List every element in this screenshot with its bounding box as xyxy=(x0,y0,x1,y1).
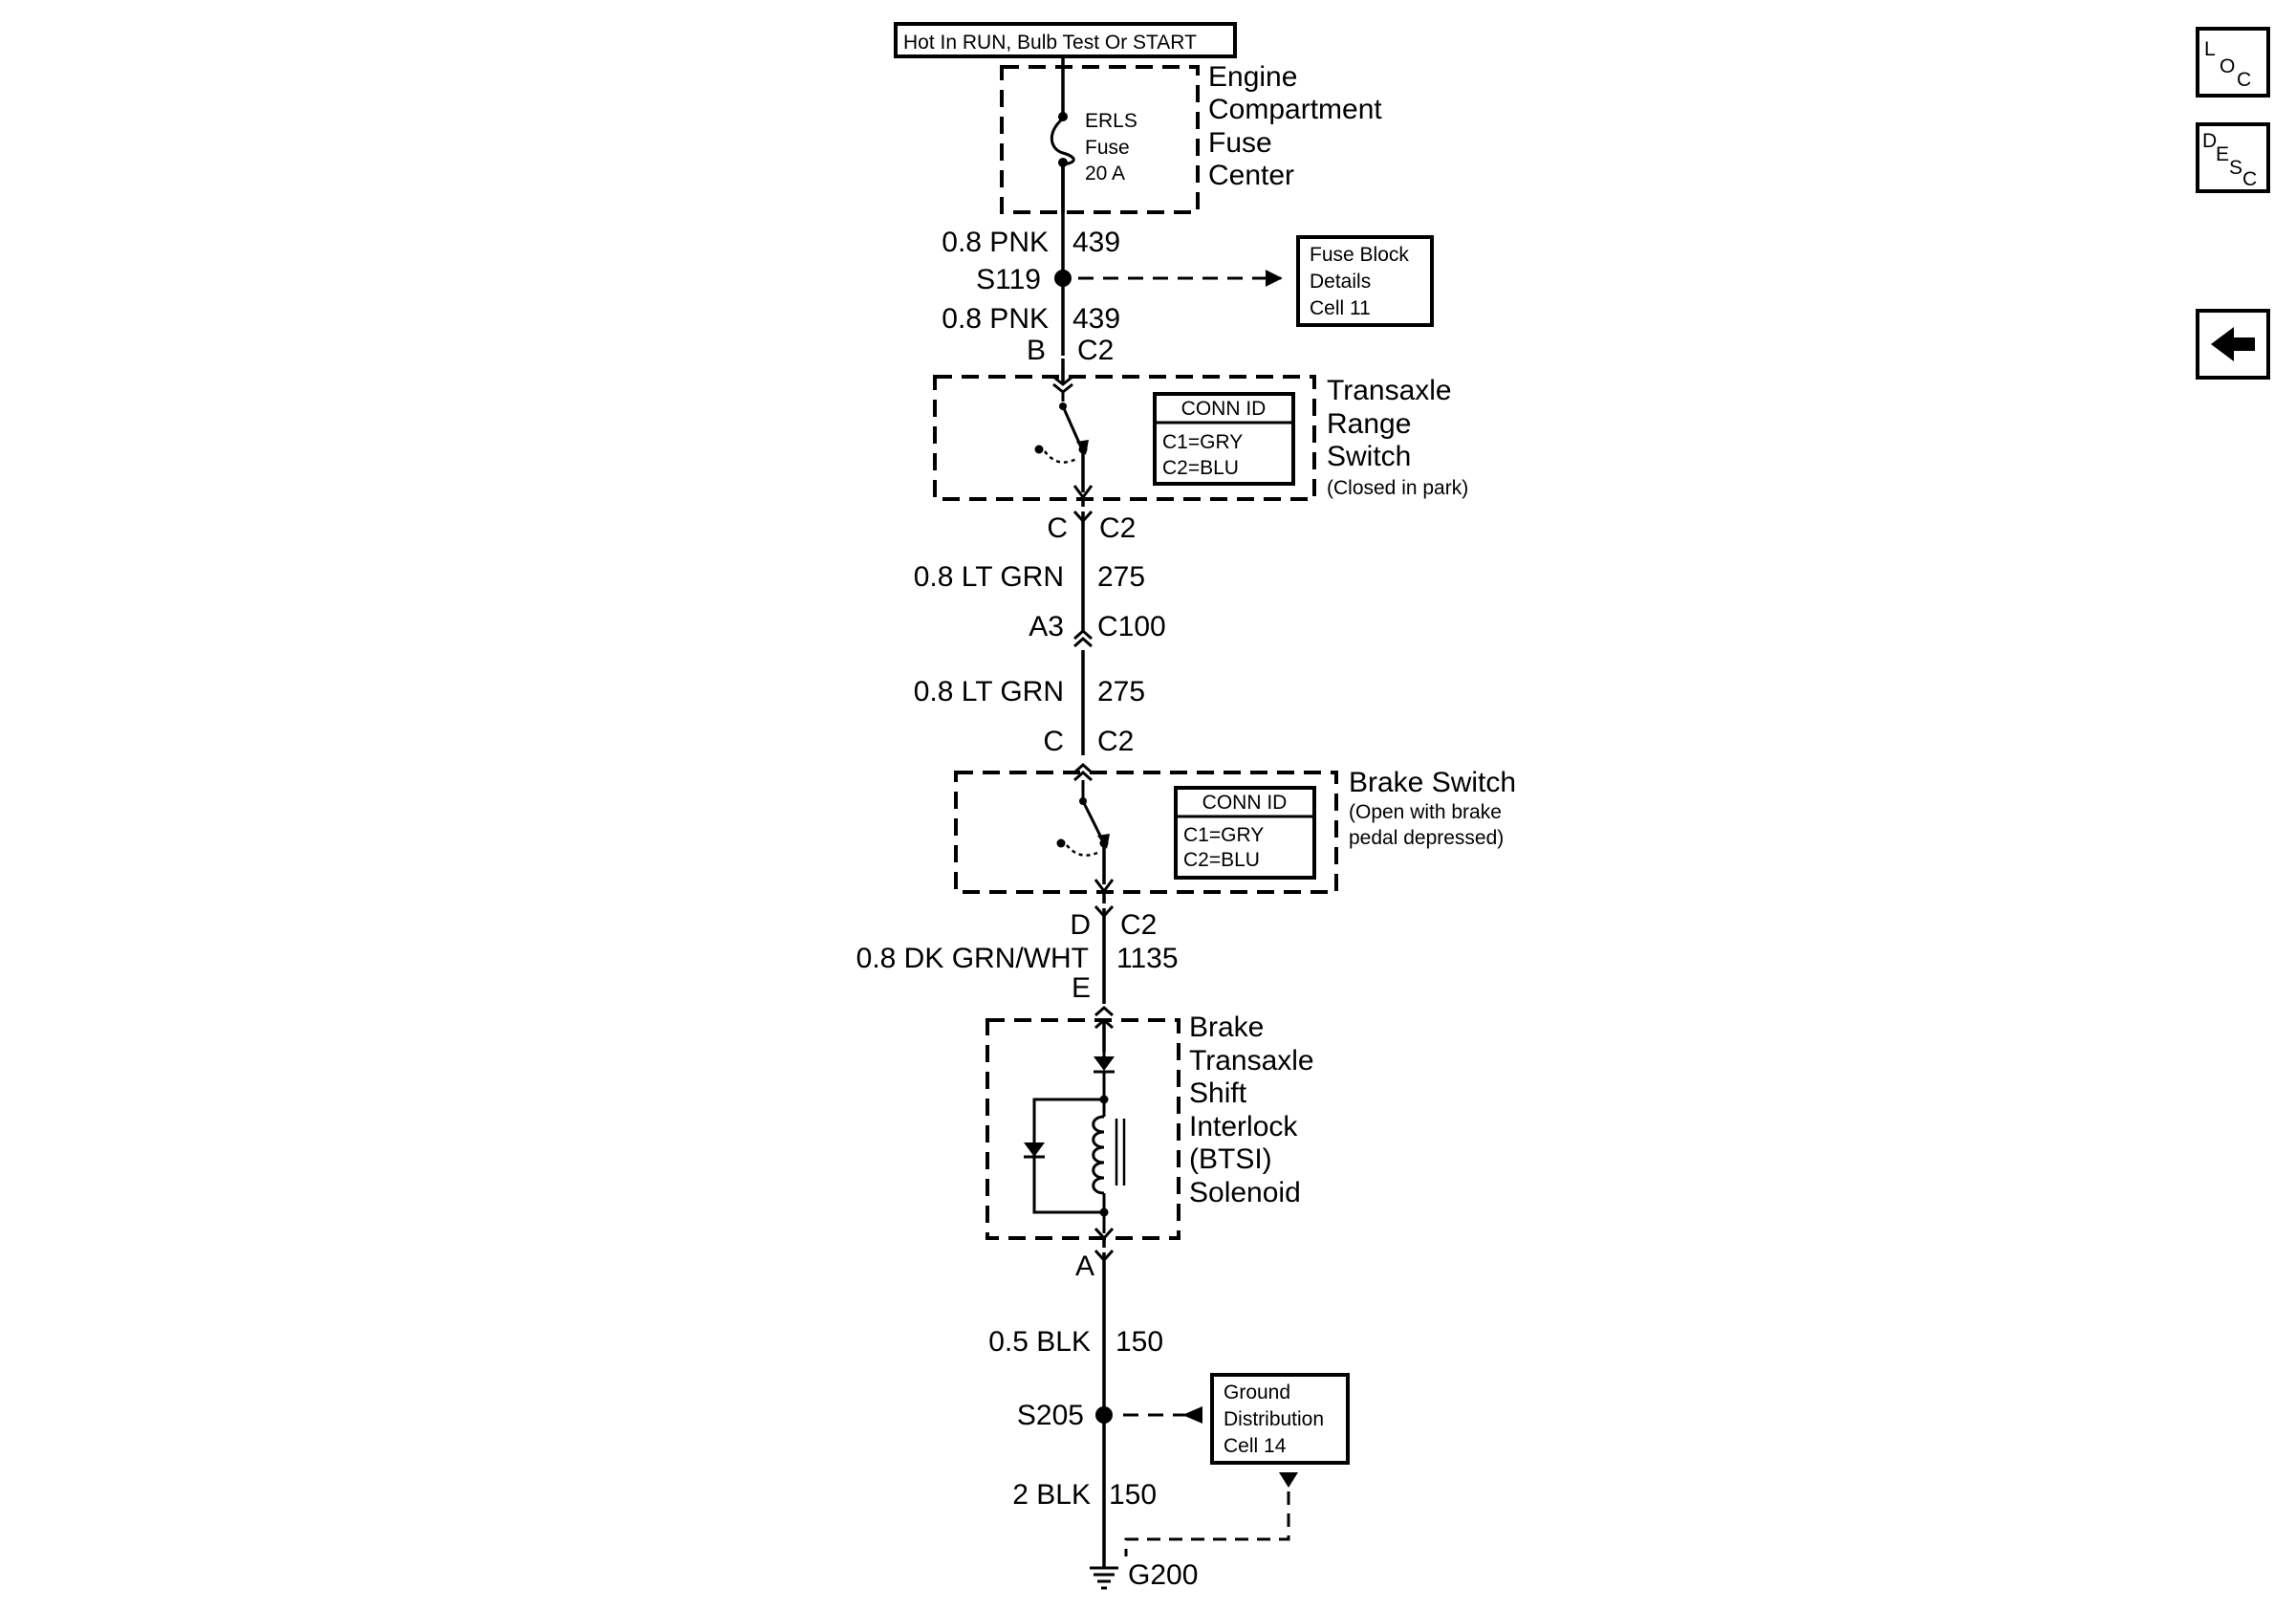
loc-l: L xyxy=(2204,38,2216,60)
brake-switch: CONN ID C1=GRY C2=BLU Brake Switch (Open… xyxy=(954,762,1516,894)
btsi-out-pin: A xyxy=(1075,1251,1094,1282)
c100-pin: A3 xyxy=(1029,611,1064,642)
btsi-title-5: (BTSI) xyxy=(1189,1143,1272,1175)
suppression-diode-icon xyxy=(1024,1142,1045,1157)
trs-conn-id-box xyxy=(1153,392,1295,486)
btsi-solenoid: Brake Transaxle Shift Interlock (BTSI) S… xyxy=(986,1012,1314,1241)
fuse-block-ref-2: Details xyxy=(1310,271,1371,293)
btsi-title-2: Transaxle xyxy=(1189,1045,1314,1077)
wire-275-color-1: 0.8 LT GRN xyxy=(914,561,1064,593)
fuse-block-ref[interactable]: Fuse Block Details Cell 11 xyxy=(1296,235,1434,327)
brake-out-pin: D xyxy=(1070,909,1091,941)
trs-out-pin: C xyxy=(1047,512,1068,544)
ground-g200-label: G200 xyxy=(1128,1559,1198,1591)
fuse-block-ref-3: Cell 11 xyxy=(1310,297,1371,319)
wire-439-circuit-2: 439 xyxy=(1072,303,1120,335)
trs-conn-id-c1: C1=GRY xyxy=(1162,431,1243,453)
btsi-in-pin: E xyxy=(1072,972,1091,1004)
left-arrow-icon xyxy=(2211,327,2255,361)
brake-conn-id-box xyxy=(1174,786,1316,880)
trs-in-pin: B xyxy=(1027,335,1046,366)
trs-title-1: Transaxle xyxy=(1327,375,1452,406)
wire-150-circuit-2: 150 xyxy=(1109,1479,1157,1511)
ground-ref-3: Cell 14 xyxy=(1224,1435,1287,1457)
brake-switch-note-1: (Open with brake xyxy=(1349,801,1502,823)
transaxle-range-switch: CONN ID C1=GRY C2=BLU Transaxle Range Sw… xyxy=(933,375,1468,501)
fuse-name: ERLS xyxy=(1085,110,1137,132)
desc-d: D xyxy=(2202,130,2217,152)
wire-150-color-2: 2 BLK xyxy=(1012,1479,1091,1511)
brake-conn-id-c1: C1=GRY xyxy=(1183,824,1264,846)
wire-439-color-2: 0.8 PNK xyxy=(942,303,1049,335)
splice-s205-label: S205 xyxy=(1017,1400,1084,1431)
wire-1135-circuit: 1135 xyxy=(1116,943,1179,974)
fuse-block-ref-1: Fuse Block xyxy=(1310,244,1409,266)
wire-275-circuit-1: 275 xyxy=(1097,561,1145,593)
trs-in-conn: C2 xyxy=(1077,335,1114,366)
coil-icon xyxy=(1092,1115,1105,1195)
loc-c: C xyxy=(2237,69,2251,91)
splice-s119-dot xyxy=(1054,270,1072,287)
brake-in-conn: C2 xyxy=(1097,726,1134,757)
ground-ref-2: Distribution xyxy=(1224,1408,1324,1430)
ground-ref-line xyxy=(1124,1491,1290,1556)
splice-s119-label: S119 xyxy=(976,264,1041,295)
desc-button[interactable]: D E S C xyxy=(2196,122,2270,193)
brake-in-pin: C xyxy=(1043,726,1064,757)
wire-439-circuit-1: 439 xyxy=(1072,227,1120,258)
loc-button[interactable]: L O C xyxy=(2196,27,2270,98)
wire-275-circuit-2: 275 xyxy=(1097,676,1145,707)
desc-e: E xyxy=(2216,143,2229,165)
c100-conn: C100 xyxy=(1097,611,1166,642)
wire-150-circuit-1: 150 xyxy=(1116,1326,1163,1358)
trs-title-3: Switch xyxy=(1327,441,1411,472)
trs-conn-id-header: CONN ID xyxy=(1181,398,1267,420)
fuse-center-title-4: Center xyxy=(1208,160,1294,191)
fuse-center-title-3: Fuse xyxy=(1208,127,1272,159)
btsi-title-3: Shift xyxy=(1189,1077,1247,1109)
trs-title-2: Range xyxy=(1327,408,1411,440)
fuse-center-title-1: Engine xyxy=(1208,61,1297,93)
wire-275-color-2: 0.8 LT GRN xyxy=(914,676,1064,707)
power-source-box: Hot In RUN, Bulb Test Or START xyxy=(894,22,1237,58)
loc-o: O xyxy=(2220,55,2235,77)
brake-conn-id-header: CONN ID xyxy=(1202,792,1288,814)
power-source-label: Hot In RUN, Bulb Test Or START xyxy=(903,32,1197,54)
splice-s205-dot xyxy=(1095,1406,1113,1424)
trs-note: (Closed in park) xyxy=(1327,477,1468,499)
btsi-title-6: Solenoid xyxy=(1189,1177,1301,1208)
ground-ref-1: Ground xyxy=(1224,1382,1290,1403)
diode-icon xyxy=(1094,1056,1115,1071)
brake-switch-note-2: pedal depressed) xyxy=(1349,827,1504,849)
fuse-center-title-2: Compartment xyxy=(1208,94,1382,125)
wire-439-color-1: 0.8 PNK xyxy=(942,227,1049,258)
desc-c: C xyxy=(2242,168,2257,190)
desc-s: S xyxy=(2229,157,2242,179)
ground-distribution-ref[interactable]: Ground Distribution Cell 14 xyxy=(1210,1373,1350,1465)
btsi-title-4: Interlock xyxy=(1189,1111,1298,1142)
btsi-title-1: Brake xyxy=(1189,1012,1264,1043)
trs-conn-id-c2: C2=BLU xyxy=(1162,457,1239,479)
fuse-center: ERLS Fuse 20 A Engine Compartment Fuse C… xyxy=(1000,61,1382,214)
ground-icon xyxy=(1090,1566,1118,1590)
brake-conn-id-c2: C2=BLU xyxy=(1183,849,1260,871)
fuse-label: Fuse xyxy=(1085,137,1130,159)
fuse-rating: 20 A xyxy=(1085,163,1125,185)
brake-out-conn: C2 xyxy=(1120,909,1157,941)
wire-1135-color: 0.8 DK GRN/WHT xyxy=(856,943,1089,974)
back-button[interactable] xyxy=(2196,309,2270,380)
wire-150-color-1: 0.5 BLK xyxy=(988,1326,1091,1358)
trs-out-conn: C2 xyxy=(1099,512,1136,544)
brake-switch-title: Brake Switch xyxy=(1349,767,1516,798)
